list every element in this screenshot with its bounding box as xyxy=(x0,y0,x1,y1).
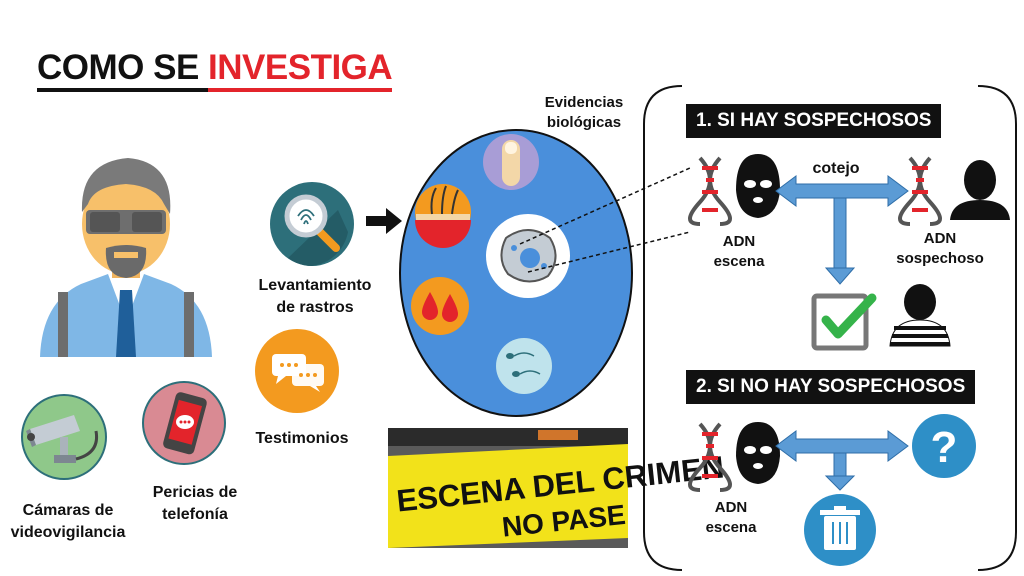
smartphone-chat-icon xyxy=(142,381,226,465)
blood-drops-icon xyxy=(411,277,469,335)
suspect-silhouette-icon xyxy=(950,160,1010,220)
cotejo-arrow xyxy=(775,175,909,285)
label-pericias: Pericias de telefonía xyxy=(152,484,238,523)
label-camaras: Cámaras de videovigilancia xyxy=(10,502,126,541)
magnifier-fingerprint-icon xyxy=(270,182,354,266)
panel-bracket xyxy=(643,85,1017,571)
label-adn-sospechoso: ADN sospechoso xyxy=(896,230,984,267)
checkmark-icon xyxy=(811,293,877,351)
hair-follicle-icon xyxy=(415,184,471,248)
finger-icon xyxy=(483,134,539,190)
person-sunglasses-icon xyxy=(40,158,212,357)
question-mark-icon: ? xyxy=(912,414,976,478)
cctv-camera-icon xyxy=(21,394,107,480)
banner-case2: 2. SI NO HAY SOSPECHOSOS xyxy=(686,370,976,404)
trash-can-icon xyxy=(804,494,876,566)
banner-case1: 1. SI HAY SOSPECHOSOS xyxy=(686,104,942,138)
title-highlight: INVESTIGA xyxy=(208,48,393,92)
evidence-oval xyxy=(399,129,633,417)
label-adn-escena-1: ADN escena xyxy=(713,233,765,270)
search-arrow xyxy=(775,430,909,491)
label-testimonios: Testimonios xyxy=(255,430,349,447)
case2-diagram: ? xyxy=(688,414,976,566)
svg-text:?: ? xyxy=(931,423,958,472)
label-adn-escena-2: ADN escena xyxy=(705,499,757,536)
case1-diagram xyxy=(688,154,1010,351)
label-evidencias: Evidencias biológicas xyxy=(544,94,624,131)
label-cotejo: cotejo xyxy=(812,160,860,177)
page-title: COMO SE INVESTIGA xyxy=(37,48,393,92)
chat-bubbles-icon xyxy=(255,329,339,413)
sperm-icon xyxy=(496,338,552,394)
crime-scene-photo: ESCENA DEL CRIMEN NO PASE xyxy=(388,428,726,548)
masked-criminal-icon xyxy=(736,154,780,218)
arrow-right-icon xyxy=(366,208,402,234)
dna-icon xyxy=(688,156,732,226)
dna-icon xyxy=(688,422,732,492)
dna-icon xyxy=(898,156,942,226)
masked-criminal-icon xyxy=(736,422,780,484)
label-levantamiento: Levantamiento de rastros xyxy=(258,277,372,316)
prisoner-icon xyxy=(889,284,951,347)
